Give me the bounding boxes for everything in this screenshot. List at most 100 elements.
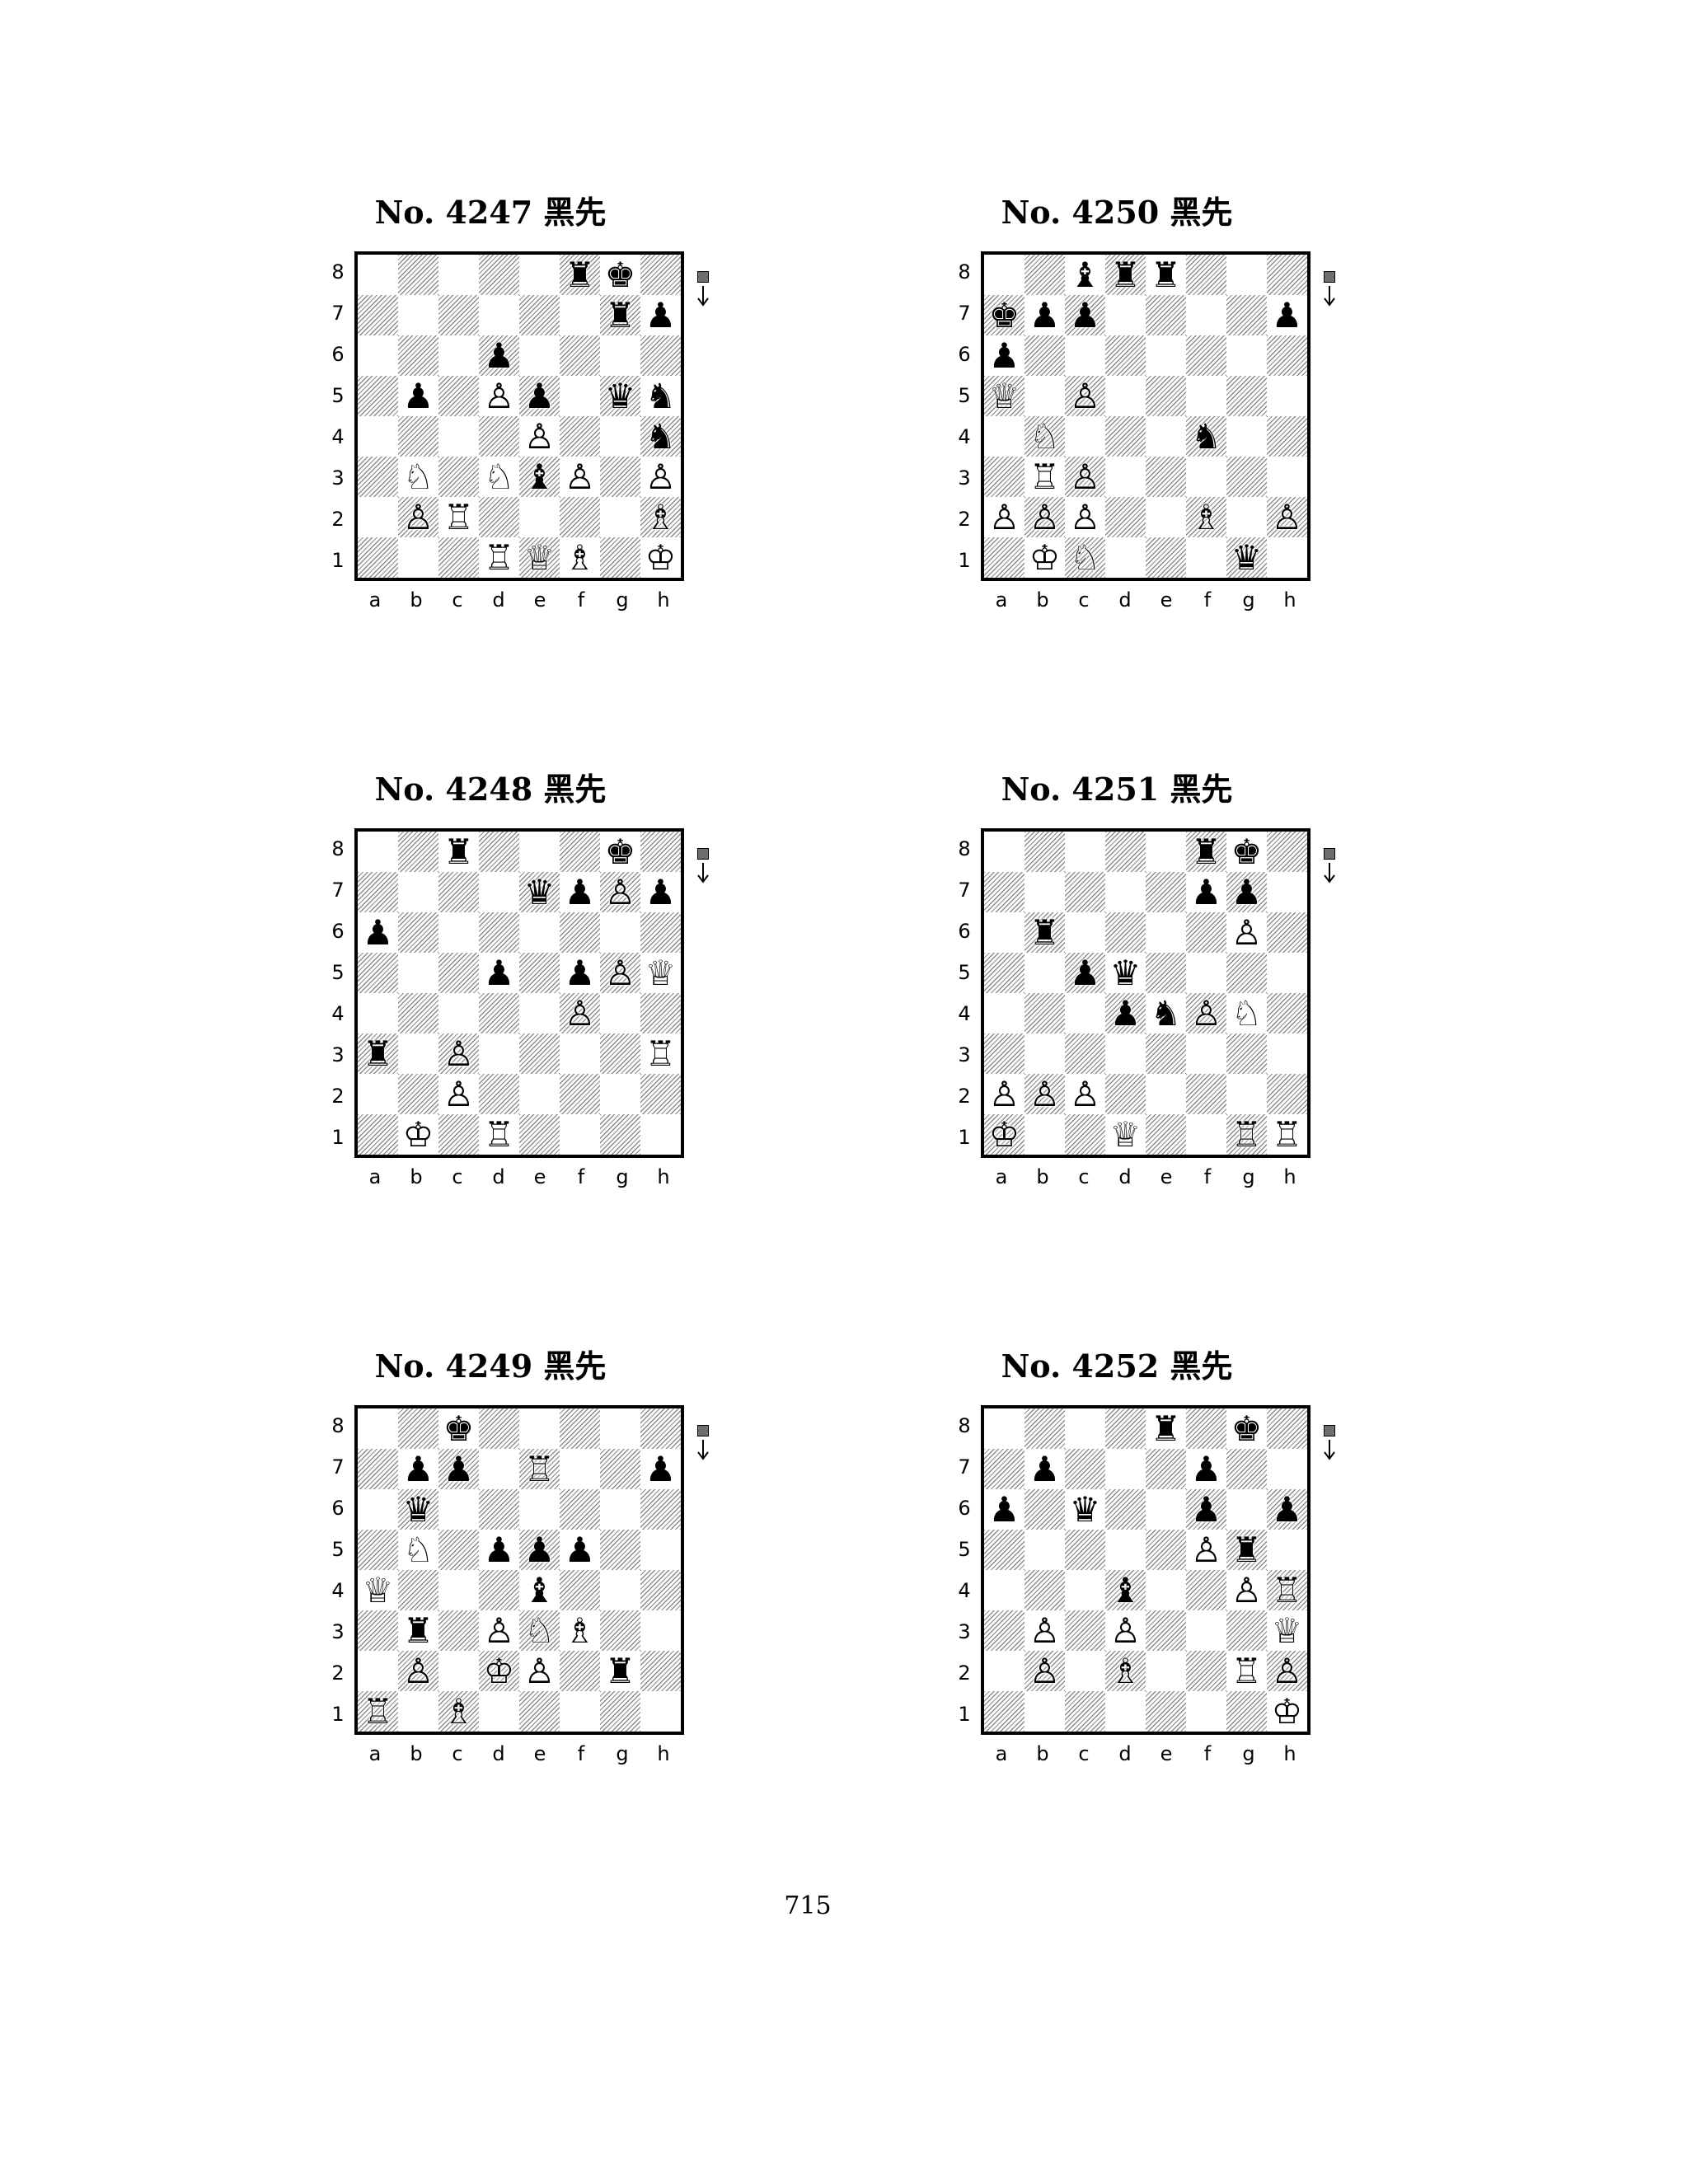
file-label: h [1283, 1742, 1296, 1765]
square-d6 [479, 912, 519, 953]
square-c2 [438, 1651, 479, 1691]
square-c3: ♙ [438, 1033, 479, 1074]
square-f4: ♞ [1186, 416, 1226, 457]
rank-label: 3 [958, 1043, 971, 1066]
square-f7: ♟ [1186, 872, 1226, 912]
white-knight-icon: ♘ [1231, 992, 1263, 1033]
square-g1: ♖ [1226, 1114, 1267, 1155]
black-pawn-icon: ♟ [645, 294, 677, 335]
square-h8 [1267, 255, 1307, 295]
square-a5 [358, 376, 398, 416]
square-b2: ♙ [398, 497, 438, 537]
square-d7 [1105, 295, 1146, 335]
rank-label: 5 [958, 1538, 971, 1561]
square-e2 [1146, 497, 1186, 537]
square-h5: ♕ [640, 953, 681, 993]
square-b4 [398, 1570, 438, 1610]
square-e4 [519, 993, 560, 1033]
square-c7: ♟ [1065, 295, 1105, 335]
square-h8 [1267, 832, 1307, 872]
rank-label: 2 [331, 508, 345, 531]
square-g1 [600, 537, 640, 578]
square-e8 [519, 255, 560, 295]
square-d4 [479, 993, 519, 1033]
square-g8: ♚ [600, 255, 640, 295]
rank-label: 2 [958, 1661, 971, 1685]
square-g2: ♜ [600, 1651, 640, 1691]
square-h1: ♔ [640, 537, 681, 578]
square-b1 [1025, 1114, 1065, 1155]
square-h3: ♕ [1267, 1610, 1307, 1651]
black-pawn-icon: ♟ [645, 871, 677, 912]
square-a7 [358, 872, 398, 912]
white-pawn-icon: ♙ [402, 1650, 434, 1691]
black-pawn-icon: ♟ [1069, 294, 1101, 335]
square-e1: ♕ [519, 537, 560, 578]
square-c4 [438, 1570, 479, 1610]
square-c3 [1065, 1610, 1105, 1651]
square-c1 [438, 537, 479, 578]
page-number: 715 [784, 1891, 832, 1920]
black-queen-icon: ♛ [402, 1488, 434, 1530]
white-pawn-icon: ♙ [1190, 992, 1222, 1033]
square-c6 [438, 335, 479, 376]
square-f2 [560, 1651, 600, 1691]
square-c3 [438, 1610, 479, 1651]
square-f7: ♟ [1186, 1449, 1226, 1489]
side-to-move-icon [1321, 1425, 1339, 1466]
rank-label: 2 [331, 1661, 345, 1685]
square-d3: ♙ [1105, 1610, 1146, 1651]
square-a3 [358, 1610, 398, 1651]
square-h3: ♙ [640, 457, 681, 497]
black-bishop-icon: ♝ [1069, 254, 1101, 295]
square-c8 [1065, 1408, 1105, 1449]
square-c4 [1065, 416, 1105, 457]
square-d6 [479, 1489, 519, 1530]
rank-label: 6 [958, 343, 971, 366]
rank-label: 1 [958, 1126, 971, 1149]
square-a2 [358, 497, 398, 537]
square-f5: ♟ [560, 953, 600, 993]
square-c3 [438, 457, 479, 497]
square-b3 [1025, 1033, 1065, 1074]
square-b8 [398, 255, 438, 295]
square-d7 [1105, 1449, 1146, 1489]
square-d5 [1105, 376, 1146, 416]
file-label: d [1118, 588, 1132, 612]
square-e7: ♖ [519, 1449, 560, 1489]
black-rook-icon: ♜ [1150, 1408, 1182, 1449]
square-g7 [1226, 295, 1267, 335]
square-c6: ♛ [1065, 1489, 1105, 1530]
square-a3: ♜ [358, 1033, 398, 1074]
file-label: e [1160, 1742, 1173, 1765]
black-bishop-icon: ♝ [523, 1569, 556, 1610]
square-c1: ♗ [438, 1691, 479, 1732]
square-d4 [479, 1570, 519, 1610]
file-label: b [410, 1742, 423, 1765]
square-e7 [519, 295, 560, 335]
square-h2: ♗ [640, 497, 681, 537]
square-b2: ♙ [1025, 497, 1065, 537]
square-g2 [600, 1074, 640, 1114]
rank-label: 1 [958, 549, 971, 572]
white-pawn-icon: ♙ [483, 375, 515, 416]
square-h2: ♙ [1267, 1651, 1307, 1691]
square-e2 [1146, 1074, 1186, 1114]
turn-square-icon [1324, 271, 1335, 283]
square-d7 [1105, 872, 1146, 912]
white-pawn-icon: ♙ [1069, 496, 1101, 537]
white-pawn-icon: ♙ [402, 496, 434, 537]
black-rook-icon: ♜ [1029, 912, 1061, 953]
square-f8: ♜ [1186, 832, 1226, 872]
square-d8 [1105, 1408, 1146, 1449]
white-bishop-icon: ♗ [443, 1690, 475, 1732]
turn-square-icon [1324, 848, 1335, 860]
square-e6 [519, 912, 560, 953]
turn-square-icon [697, 848, 709, 860]
square-g3 [1226, 1033, 1267, 1074]
rank-label: 7 [331, 1455, 345, 1479]
square-d5 [1105, 1530, 1146, 1570]
square-a3 [984, 457, 1025, 497]
square-h6 [1267, 335, 1307, 376]
white-pawn-icon: ♙ [988, 1073, 1020, 1114]
